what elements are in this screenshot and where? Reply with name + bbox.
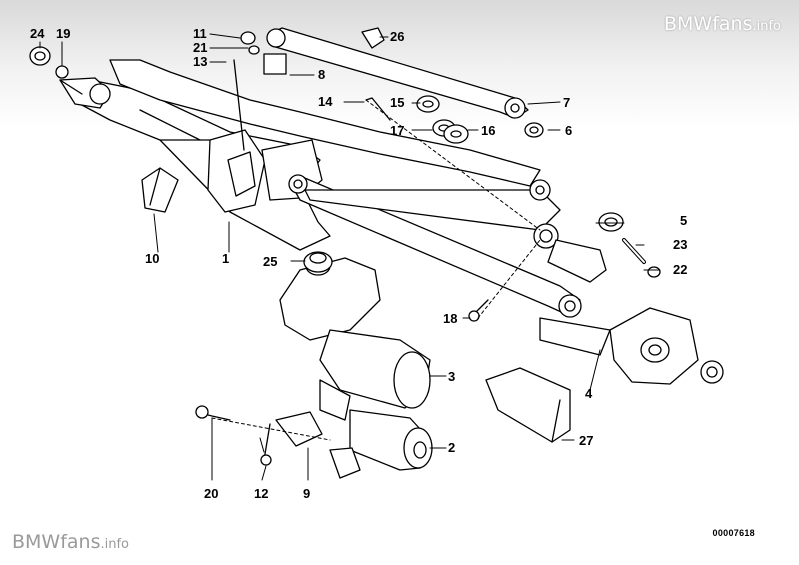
cover-27 [485, 367, 571, 443]
grommet-25 [303, 251, 333, 273]
callout-3: 3 [448, 369, 456, 384]
small-parts [29, 27, 661, 278]
watermark-top-brand: BMWfans [663, 13, 753, 35]
wiper-frame [69, 59, 541, 251]
callout-25: 25 [263, 254, 278, 269]
callout-18: 18 [443, 311, 458, 326]
leader-lines [39, 33, 661, 481]
bushings [416, 95, 469, 144]
callout-11: 11 [193, 26, 207, 41]
callout-5: 5 [680, 213, 688, 228]
left-pivot-shaft [59, 77, 111, 109]
callout-2: 2 [448, 440, 456, 455]
callout-4: 4 [585, 386, 593, 401]
watermark-bottom: BMWfans.info [12, 531, 129, 553]
callout-12: 12 [254, 486, 269, 501]
wiper-motor [279, 256, 431, 421]
callout-24: 24 [30, 26, 45, 41]
watermark-top: BMWfans.info [664, 13, 781, 35]
callout-22: 22 [673, 262, 688, 277]
callout-27: 27 [579, 433, 594, 448]
callout-16: 16 [481, 123, 496, 138]
callout-21: 21 [193, 40, 208, 55]
watermark-top-suffix: .info [752, 19, 781, 34]
callout-13: 13 [193, 54, 208, 69]
document-number: 00007618 [712, 528, 755, 538]
callout-6: 6 [565, 123, 573, 138]
callout-17: 17 [390, 123, 405, 138]
fasteners [195, 97, 489, 466]
watermark-bottom-brand: BMWfans [12, 531, 101, 553]
linkage-rod-upper [266, 27, 529, 119]
callout-9: 9 [303, 486, 311, 501]
callout-1: 1 [222, 251, 230, 266]
callout-14: 14 [318, 94, 333, 109]
pivot-housing-right [539, 307, 724, 385]
callout-23: 23 [673, 237, 688, 252]
motor-assembly [329, 409, 433, 479]
watermark-bottom-suffix: .info [100, 537, 130, 552]
callout-19: 19 [56, 26, 71, 41]
callout-15: 15 [390, 95, 405, 110]
callout-8: 8 [318, 67, 326, 82]
callout-26: 26 [390, 29, 405, 44]
callout-10: 10 [145, 251, 160, 266]
linkage-rod-middle [304, 179, 607, 283]
callout-20: 20 [204, 486, 219, 501]
linkage-rod-lower [288, 174, 582, 318]
cover-10 [141, 167, 179, 213]
callout-7: 7 [563, 95, 571, 110]
